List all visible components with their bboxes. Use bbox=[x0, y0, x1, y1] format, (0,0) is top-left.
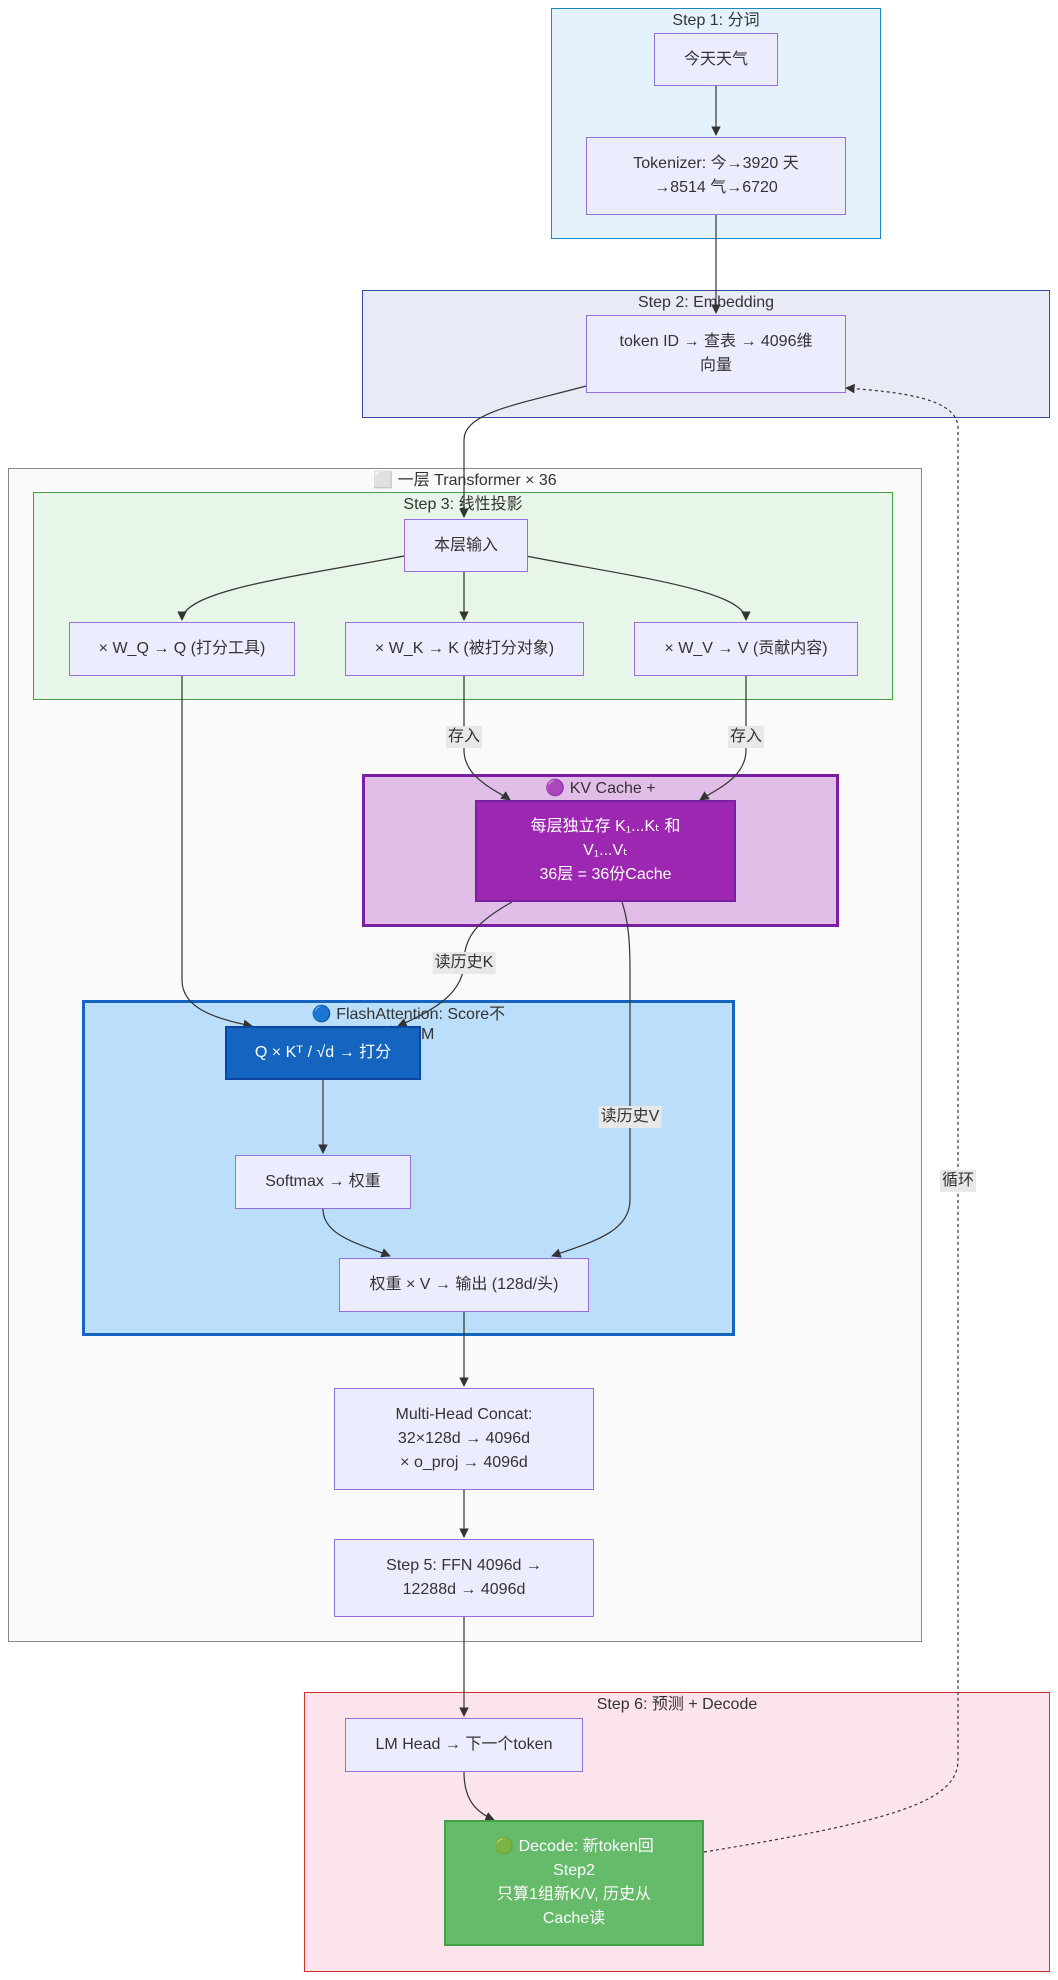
node-embedding-label: token ID → 查表 → 4096维 向量 bbox=[619, 333, 813, 374]
edge-wv-to-kvcache bbox=[699, 676, 747, 801]
node-wq-label: × W_Q → Q (打分工具) bbox=[98, 640, 266, 657]
cluster-kv-title: 🟣 KV Cache + bbox=[545, 780, 656, 797]
edge-label-store-k: 存入 bbox=[445, 726, 483, 748]
edge-input-to-wv bbox=[525, 555, 751, 621]
node-lm-head: LM Head → 下一个token bbox=[345, 1718, 583, 1772]
node-ffn-label: Step 5: FFN 4096d → 12288d → 4096d bbox=[386, 1557, 542, 1598]
node-wq-projection: × W_Q → Q (打分工具) bbox=[69, 622, 295, 676]
node-softmax-label: Softmax → 权重 bbox=[265, 1173, 381, 1190]
node-multihead-concat: Multi-Head Concat: 32×128d → 4096d × o_p… bbox=[334, 1388, 594, 1490]
cluster-step2-title: Step 2: Embedding bbox=[637, 294, 775, 311]
edge-label-read-k: 读历史K bbox=[432, 952, 496, 974]
node-kv-store: 每层独立存 K₁...Kₜ 和 V₁...Vₜ 36层 = 36份Cache bbox=[475, 800, 736, 902]
edge-lm-head-to-decode bbox=[463, 1771, 495, 1821]
cluster-step2-embedding: Step 2: Embedding bbox=[362, 290, 1050, 418]
edge-wq-to-qk bbox=[181, 676, 253, 1030]
node-tokenizer: Tokenizer: 今→3920 天 →8514 气→6720 bbox=[586, 137, 846, 215]
node-weighted-v: 权重 × V → 输出 (128d/头) bbox=[339, 1258, 589, 1312]
node-concat-label: Multi-Head Concat: 32×128d → 4096d × o_p… bbox=[395, 1406, 533, 1471]
node-layer-input-label: 本层输入 bbox=[433, 536, 498, 554]
edge-label-store-v: 存入 bbox=[727, 726, 765, 748]
node-layer-input: 本层输入 bbox=[404, 519, 528, 572]
node-input-text-label: 今天天气 bbox=[683, 50, 748, 68]
node-decode-label: 🟢 Decode: 新token回 Step2 只算1组新K/V, 历史从 Ca… bbox=[494, 1838, 654, 1927]
node-input-text: 今天天气 bbox=[654, 33, 778, 86]
cluster-step3-title: Step 3: 线性投影 bbox=[403, 496, 523, 513]
edge-decode-loop-to-embedding bbox=[703, 383, 959, 1853]
node-wk-projection: × W_K → K (被打分对象) bbox=[345, 622, 584, 676]
edge-wk-to-kvcache bbox=[463, 676, 511, 801]
edge-softmax-to-weighted-v bbox=[322, 1208, 391, 1258]
node-ffn: Step 5: FFN 4096d → 12288d → 4096d bbox=[334, 1539, 594, 1617]
edge-kvcache-to-weighted-v bbox=[551, 901, 631, 1258]
node-wk-label: × W_K → K (被打分对象) bbox=[374, 640, 555, 657]
cluster-step6-title: Step 6: 预测 + Decode bbox=[596, 1696, 758, 1713]
node-decode: 🟢 Decode: 新token回 Step2 只算1组新K/V, 历史从 Ca… bbox=[444, 1820, 704, 1946]
edge-input-to-wq bbox=[177, 555, 405, 621]
node-wv-projection: × W_V → V (贡献内容) bbox=[634, 622, 858, 676]
node-tokenizer-label: Tokenizer: 今→3920 天 →8514 气→6720 bbox=[633, 155, 799, 196]
node-wv-label: × W_V → V (贡献内容) bbox=[664, 640, 828, 657]
node-qk-score: Q × Kᵀ / √d → 打分 bbox=[225, 1026, 421, 1080]
node-softmax: Softmax → 权重 bbox=[235, 1155, 411, 1209]
edge-label-read-v: 读历史V bbox=[598, 1106, 662, 1128]
edge-label-loop: 循环 bbox=[939, 1170, 977, 1192]
node-weighted-v-label: 权重 × V → 输出 (128d/头) bbox=[369, 1276, 559, 1293]
node-qk-score-label: Q × Kᵀ / √d → 打分 bbox=[254, 1044, 392, 1061]
cluster-step1-title: Step 1: 分词 bbox=[672, 12, 760, 29]
node-lm-head-label: LM Head → 下一个token bbox=[375, 1736, 553, 1753]
cluster-layer-title: ⬜ 一层 Transformer × 36 bbox=[373, 472, 557, 489]
node-embedding: token ID → 查表 → 4096维 向量 bbox=[586, 315, 846, 393]
node-kv-store-label: 每层独立存 K₁...Kₜ 和 V₁...Vₜ 36层 = 36份Cache bbox=[530, 818, 681, 883]
edge-embedding-to-layer-input bbox=[459, 385, 587, 518]
